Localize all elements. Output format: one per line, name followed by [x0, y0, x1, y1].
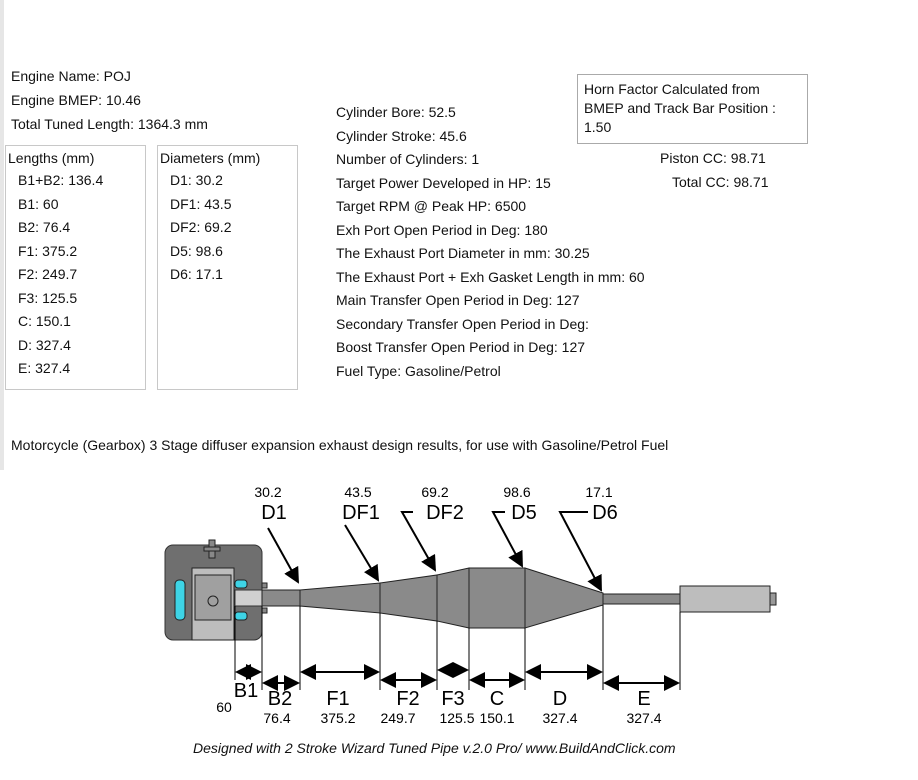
- d1-label: D1: [261, 502, 287, 524]
- length-item: B2: 76.4: [18, 219, 71, 235]
- design-description: Motorcycle (Gearbox) 3 Stage diffuser ex…: [11, 437, 669, 453]
- spec-item: Main Transfer Open Period in Deg: 127: [336, 292, 580, 308]
- spec-item: Exh Port Open Period in Deg: 180: [336, 221, 548, 238]
- d5-label: D5: [511, 502, 537, 524]
- spec-item: Fuel Type: Gasoline/Petrol: [336, 362, 501, 379]
- e-label: E: [637, 688, 650, 710]
- diameter-item: DF2: 69.2: [170, 219, 232, 235]
- horn-factor-text: Horn Factor Calculated from BMEP and Tra…: [584, 81, 776, 135]
- d-label: D: [553, 688, 567, 710]
- f1-label: F1: [326, 688, 349, 710]
- engine-bmep: Engine BMEP: 10.46: [11, 92, 141, 108]
- length-item: C: 150.1: [18, 313, 71, 329]
- total-cc: Total CC: 98.71: [672, 174, 769, 190]
- lengths-title: Lengths (mm): [8, 150, 95, 166]
- diameter-item: D1: 30.2: [170, 172, 223, 188]
- diameters-box: Diameters (mm) D1: 30.2 DF1: 43.5 DF2: 6…: [157, 145, 298, 390]
- f3-label: F3: [441, 688, 464, 710]
- horn-factor-box: Horn Factor Calculated from BMEP and Tra…: [577, 74, 808, 144]
- length-item: B1: 60: [18, 195, 59, 212]
- spec-item: Target RPM @ Peak HP: 6500: [336, 198, 527, 214]
- d6-value: 17.1: [585, 484, 612, 500]
- diameter-pointers: [267, 511, 602, 592]
- d5-value: 98.6: [503, 484, 530, 500]
- b2-value: 76.4: [263, 710, 290, 726]
- spec-item: Boost Transfer Open Period in Deg: 127: [336, 339, 586, 355]
- d1-value: 30.2: [254, 484, 281, 500]
- footer-credit: Designed with 2 Stroke Wizard Tuned Pipe…: [193, 740, 676, 756]
- spec-item: Cylinder Stroke: 45.6: [336, 127, 467, 144]
- f3-value: 125.5: [439, 710, 474, 726]
- length-item: E: 327.4: [18, 360, 71, 376]
- engine-icon: [164, 539, 268, 641]
- b1-value: 60: [216, 699, 232, 715]
- spec-item: Cylinder Bore: 52.5: [336, 104, 456, 120]
- spec-item: Number of Cylinders: 1: [336, 151, 480, 167]
- engine-name: Engine Name: POJ: [11, 68, 131, 84]
- length-item: D: 327.4: [18, 336, 71, 353]
- diameters-title: Diameters (mm): [160, 150, 261, 166]
- d6-label: D6: [592, 502, 618, 524]
- c-value: 150.1: [479, 710, 514, 726]
- f1-value: 375.2: [320, 710, 355, 726]
- spec-item: The Exhaust Port + Exh Gasket Length in …: [336, 268, 645, 285]
- total-tuned-length: Total Tuned Length: 1364.3 mm: [11, 116, 208, 132]
- piston-cc: Piston CC: 98.71: [660, 150, 766, 166]
- df1-value: 43.5: [344, 484, 371, 500]
- length-item: B1+B2: 136.4: [18, 172, 104, 188]
- e-value: 327.4: [626, 710, 661, 726]
- spec-item: Secondary Transfer Open Period in Deg:: [336, 315, 589, 332]
- b2-label: B2: [268, 688, 292, 710]
- c-label: C: [490, 688, 504, 710]
- length-item: F1: 375.2: [18, 242, 78, 259]
- spec-item: The Exhaust Port Diameter in mm: 30.25: [336, 245, 590, 261]
- dimension-arrows: [235, 662, 680, 691]
- diameter-item: DF1: 43.5: [170, 195, 232, 212]
- left-border: [0, 0, 4, 470]
- diameter-item: D6: 17.1: [170, 266, 223, 282]
- length-item: F3: 125.5: [18, 289, 78, 306]
- pipe-body: [261, 567, 777, 629]
- length-item: F2: 249.7: [18, 266, 78, 282]
- spec-item: Target Power Developed in HP: 15: [336, 174, 551, 191]
- d-value: 327.4: [542, 710, 577, 726]
- b1-label: B1: [234, 680, 258, 702]
- f2-label: F2: [396, 688, 419, 710]
- df2-label: DF2: [426, 502, 464, 524]
- f2-value: 249.7: [380, 710, 415, 726]
- df1-label: DF1: [342, 502, 380, 524]
- diameter-item: D5: 98.6: [170, 242, 223, 259]
- df2-value: 69.2: [421, 484, 448, 500]
- lengths-box: Lengths (mm) B1+B2: 136.4 B1: 60 B2: 76.…: [5, 145, 146, 390]
